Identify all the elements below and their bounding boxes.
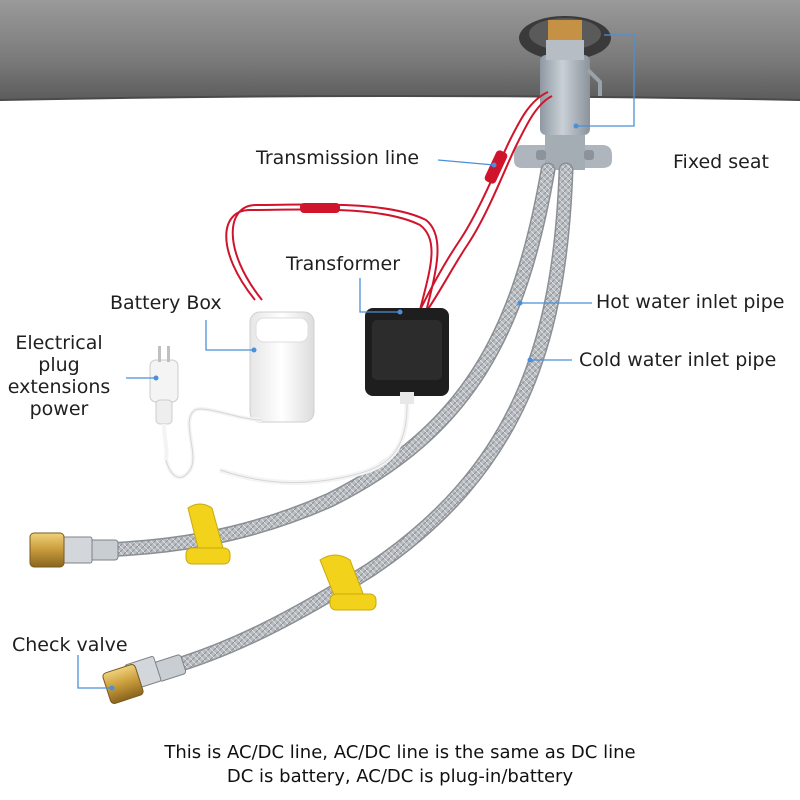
battery-box (164, 311, 315, 480)
hose-clip-lower (319, 554, 377, 611)
label-electrical-plug-line-1: Electrical (15, 332, 103, 354)
transformer-box (219, 308, 449, 486)
label-battery-box: Battery Box (110, 292, 222, 314)
label-electrical-plug-line-3: extensions (7, 375, 111, 398)
label-cold-water-inlet-pipe: Cold water inlet pipe (579, 349, 777, 371)
label-transmission-line: Transmission line (256, 147, 420, 169)
fixed-seat-assembly (514, 16, 612, 170)
electrical-plug (149, 346, 179, 461)
footer-note-line-1: This is AC/DC line, AC/DC line is the sa… (164, 742, 636, 763)
label-electrical-plug-line-2: plug (38, 353, 80, 376)
label-check-valve: Check valve (12, 634, 128, 656)
wire-connector-upper (484, 150, 508, 184)
transmission-wires (225, 91, 553, 313)
hose-clip-upper (185, 503, 231, 565)
label-hot-water-inlet-pipe: Hot water inlet pipe (596, 291, 785, 313)
label-fixed-seat: Fixed seat (673, 151, 769, 173)
footer-note-line-2: DC is battery, AC/DC is plug-in/battery (226, 766, 574, 787)
leader-lines (77, 34, 635, 689)
cold-water-hose (160, 162, 574, 676)
check-valve-fitting (102, 654, 187, 704)
hot-hose-fitting (29, 532, 119, 568)
label-electrical-plug: Electrical plug extensions power (4, 332, 114, 420)
label-transformer: Transformer (286, 253, 401, 275)
wire-connector-lower (300, 203, 340, 213)
label-electrical-plug-line-4: power (29, 397, 89, 420)
leader-dots (109, 123, 579, 691)
countertop (0, 0, 800, 101)
hot-water-hose (92, 162, 556, 558)
